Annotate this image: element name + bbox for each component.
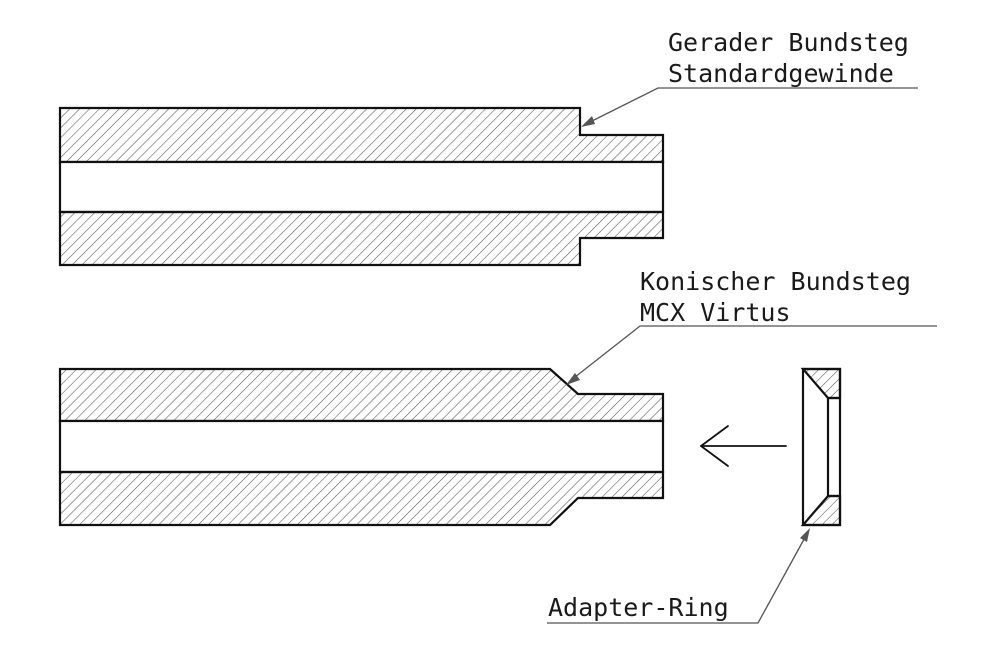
conical-collar-barrel bbox=[58, 367, 665, 527]
straight-collar-barrel-lower-wall bbox=[58, 210, 665, 267]
straight-collar-barrel-bore bbox=[58, 160, 665, 214]
adapter-ring-label: Adapter-Ring bbox=[548, 593, 729, 622]
conical-collar-barrel-lower-wall bbox=[58, 470, 665, 527]
adapter-ring-lower-section bbox=[800, 494, 842, 527]
straight-collar-leader bbox=[581, 87, 918, 127]
straight-collar-label-line2: Standardgewinde bbox=[668, 59, 894, 88]
conical-collar-barrel-bore bbox=[58, 419, 665, 474]
conical-collar-label-line2: MCX Virtus bbox=[640, 298, 791, 327]
adapter-ring-leader bbox=[547, 528, 810, 624]
adapter-ring-upper-section bbox=[800, 367, 842, 400]
conical-collar-label-line1: Konischer Bundsteg bbox=[640, 267, 911, 296]
conical-collar-leader bbox=[566, 325, 937, 385]
straight-collar-barrel bbox=[58, 106, 665, 267]
adapter-ring bbox=[800, 367, 842, 527]
straight-collar-label-line1: Gerader Bundsteg bbox=[668, 28, 909, 57]
adapter-ring-outline bbox=[801, 367, 842, 527]
assembly-direction-arrow bbox=[700, 425, 787, 467]
straight-collar-barrel-upper-wall bbox=[58, 106, 665, 164]
